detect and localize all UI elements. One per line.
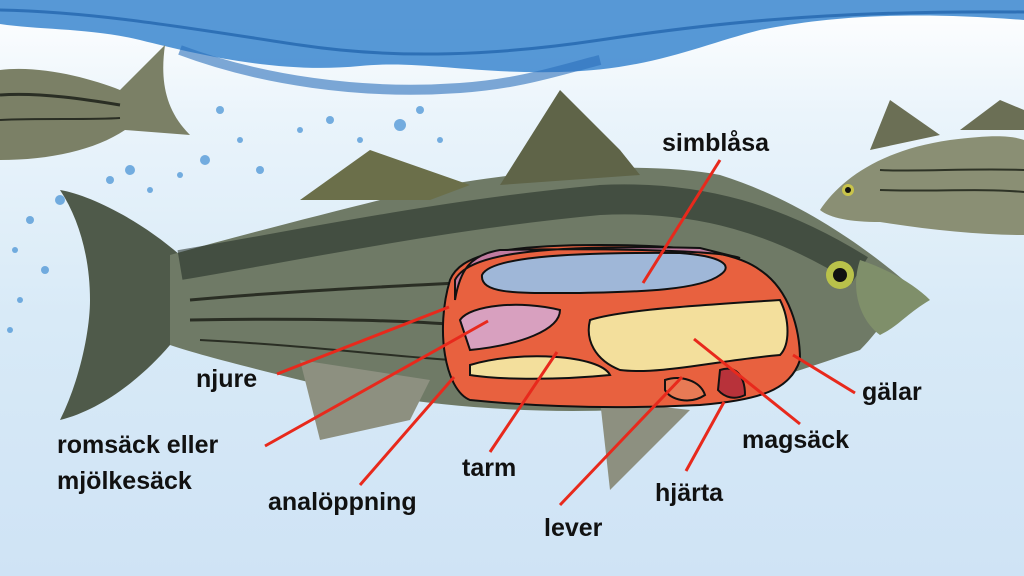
bubbles xyxy=(7,106,443,333)
gonad-shape xyxy=(458,303,562,352)
leader-njure xyxy=(276,305,450,376)
leader-analoppning xyxy=(358,376,456,486)
stomach-shape xyxy=(587,298,789,372)
label-analoppning: analöppning xyxy=(268,488,417,516)
leader-galar xyxy=(792,353,856,395)
organ-cavity xyxy=(441,243,802,409)
background-fish-right xyxy=(820,100,1024,235)
label-tarm: tarm xyxy=(462,454,517,482)
leader-lever xyxy=(558,375,684,507)
leader-magsack xyxy=(693,337,801,426)
leader-romsack xyxy=(264,319,489,448)
swim-bladder-shape xyxy=(480,251,727,295)
leader-simblasa xyxy=(641,159,722,284)
label-hjarta: hjärta xyxy=(655,479,724,507)
label-romsack: romsäck eller xyxy=(57,431,219,459)
leader-lines xyxy=(264,159,856,507)
label-magsack: magsäck xyxy=(742,426,850,454)
leader-tarm xyxy=(488,351,559,453)
intestine-shape xyxy=(469,355,612,380)
background-fish-left xyxy=(0,45,190,160)
water-surface xyxy=(0,0,1024,95)
label-galar: gälar xyxy=(862,378,922,406)
label-njure: njure xyxy=(196,365,258,393)
label-mjolkesack: mjölkesäck xyxy=(57,467,192,495)
label-lever: lever xyxy=(544,514,603,542)
label-simblasa: simblåsa xyxy=(662,129,770,157)
leader-hjarta xyxy=(684,401,726,472)
